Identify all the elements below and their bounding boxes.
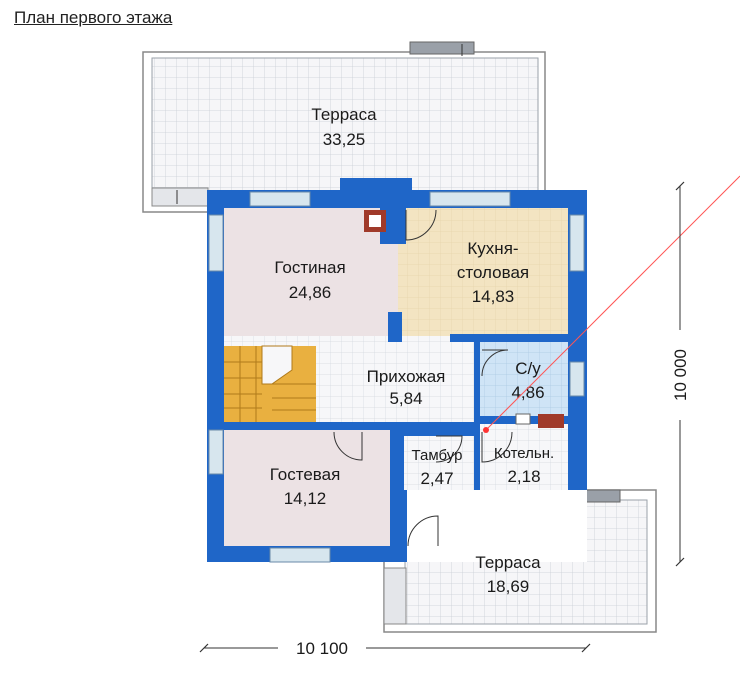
bathroom-name: С/у (515, 359, 541, 378)
sink-icon (515, 413, 531, 425)
diagonal-line (483, 175, 740, 433)
boiler-unit (538, 414, 564, 428)
doors (333, 209, 513, 547)
room-kitchen-fill (398, 208, 568, 336)
room-guest-fill (224, 430, 390, 546)
stairs (224, 345, 316, 422)
kitchen-name-line1: Кухня- (467, 239, 518, 258)
kitchen-area: 14,83 (472, 287, 515, 306)
height-dimension-label: 10 000 (671, 349, 690, 401)
living-area: 24,86 (289, 283, 332, 302)
hall-name: Прихожая (367, 367, 446, 386)
fireplace-inner (369, 215, 381, 227)
terrace-top-name: Терраса (311, 105, 377, 124)
guest-name: Гостевая (270, 465, 341, 484)
terrace-bottom-name: Терраса (475, 553, 541, 572)
boiler-area: 2,18 (507, 467, 540, 486)
room-vestibule-fill (404, 436, 474, 490)
guest-area: 14,12 (284, 489, 327, 508)
kitchen-name-line2: столовая (457, 263, 529, 282)
hall-area: 5,84 (389, 389, 422, 408)
vestibule-name: Тамбур (412, 447, 463, 464)
terrace-bottom-area: 18,69 (487, 577, 530, 596)
windows (208, 191, 585, 563)
vestibule-area: 2,47 (420, 469, 453, 488)
terrace-top (142, 41, 546, 213)
marker-dot (483, 427, 489, 433)
width-dimension: 10 100 (199, 639, 591, 658)
boiler-name: Котельн. (494, 445, 554, 462)
room-bathroom-fill (480, 342, 568, 416)
bathroom-area: 4,86 (511, 383, 544, 402)
living-name: Гостиная (274, 258, 345, 277)
height-dimension: 10 000 (671, 181, 690, 567)
room-labels: Терраса 33,25 Гостиная 24,86 Кухня- стол… (270, 105, 554, 596)
interior-walls (224, 178, 568, 546)
terrace-top-area: 33,25 (323, 130, 366, 149)
plan-title: План первого этажа (14, 8, 173, 27)
width-dimension-label: 10 100 (296, 639, 348, 658)
room-boiler-fill (480, 424, 568, 490)
